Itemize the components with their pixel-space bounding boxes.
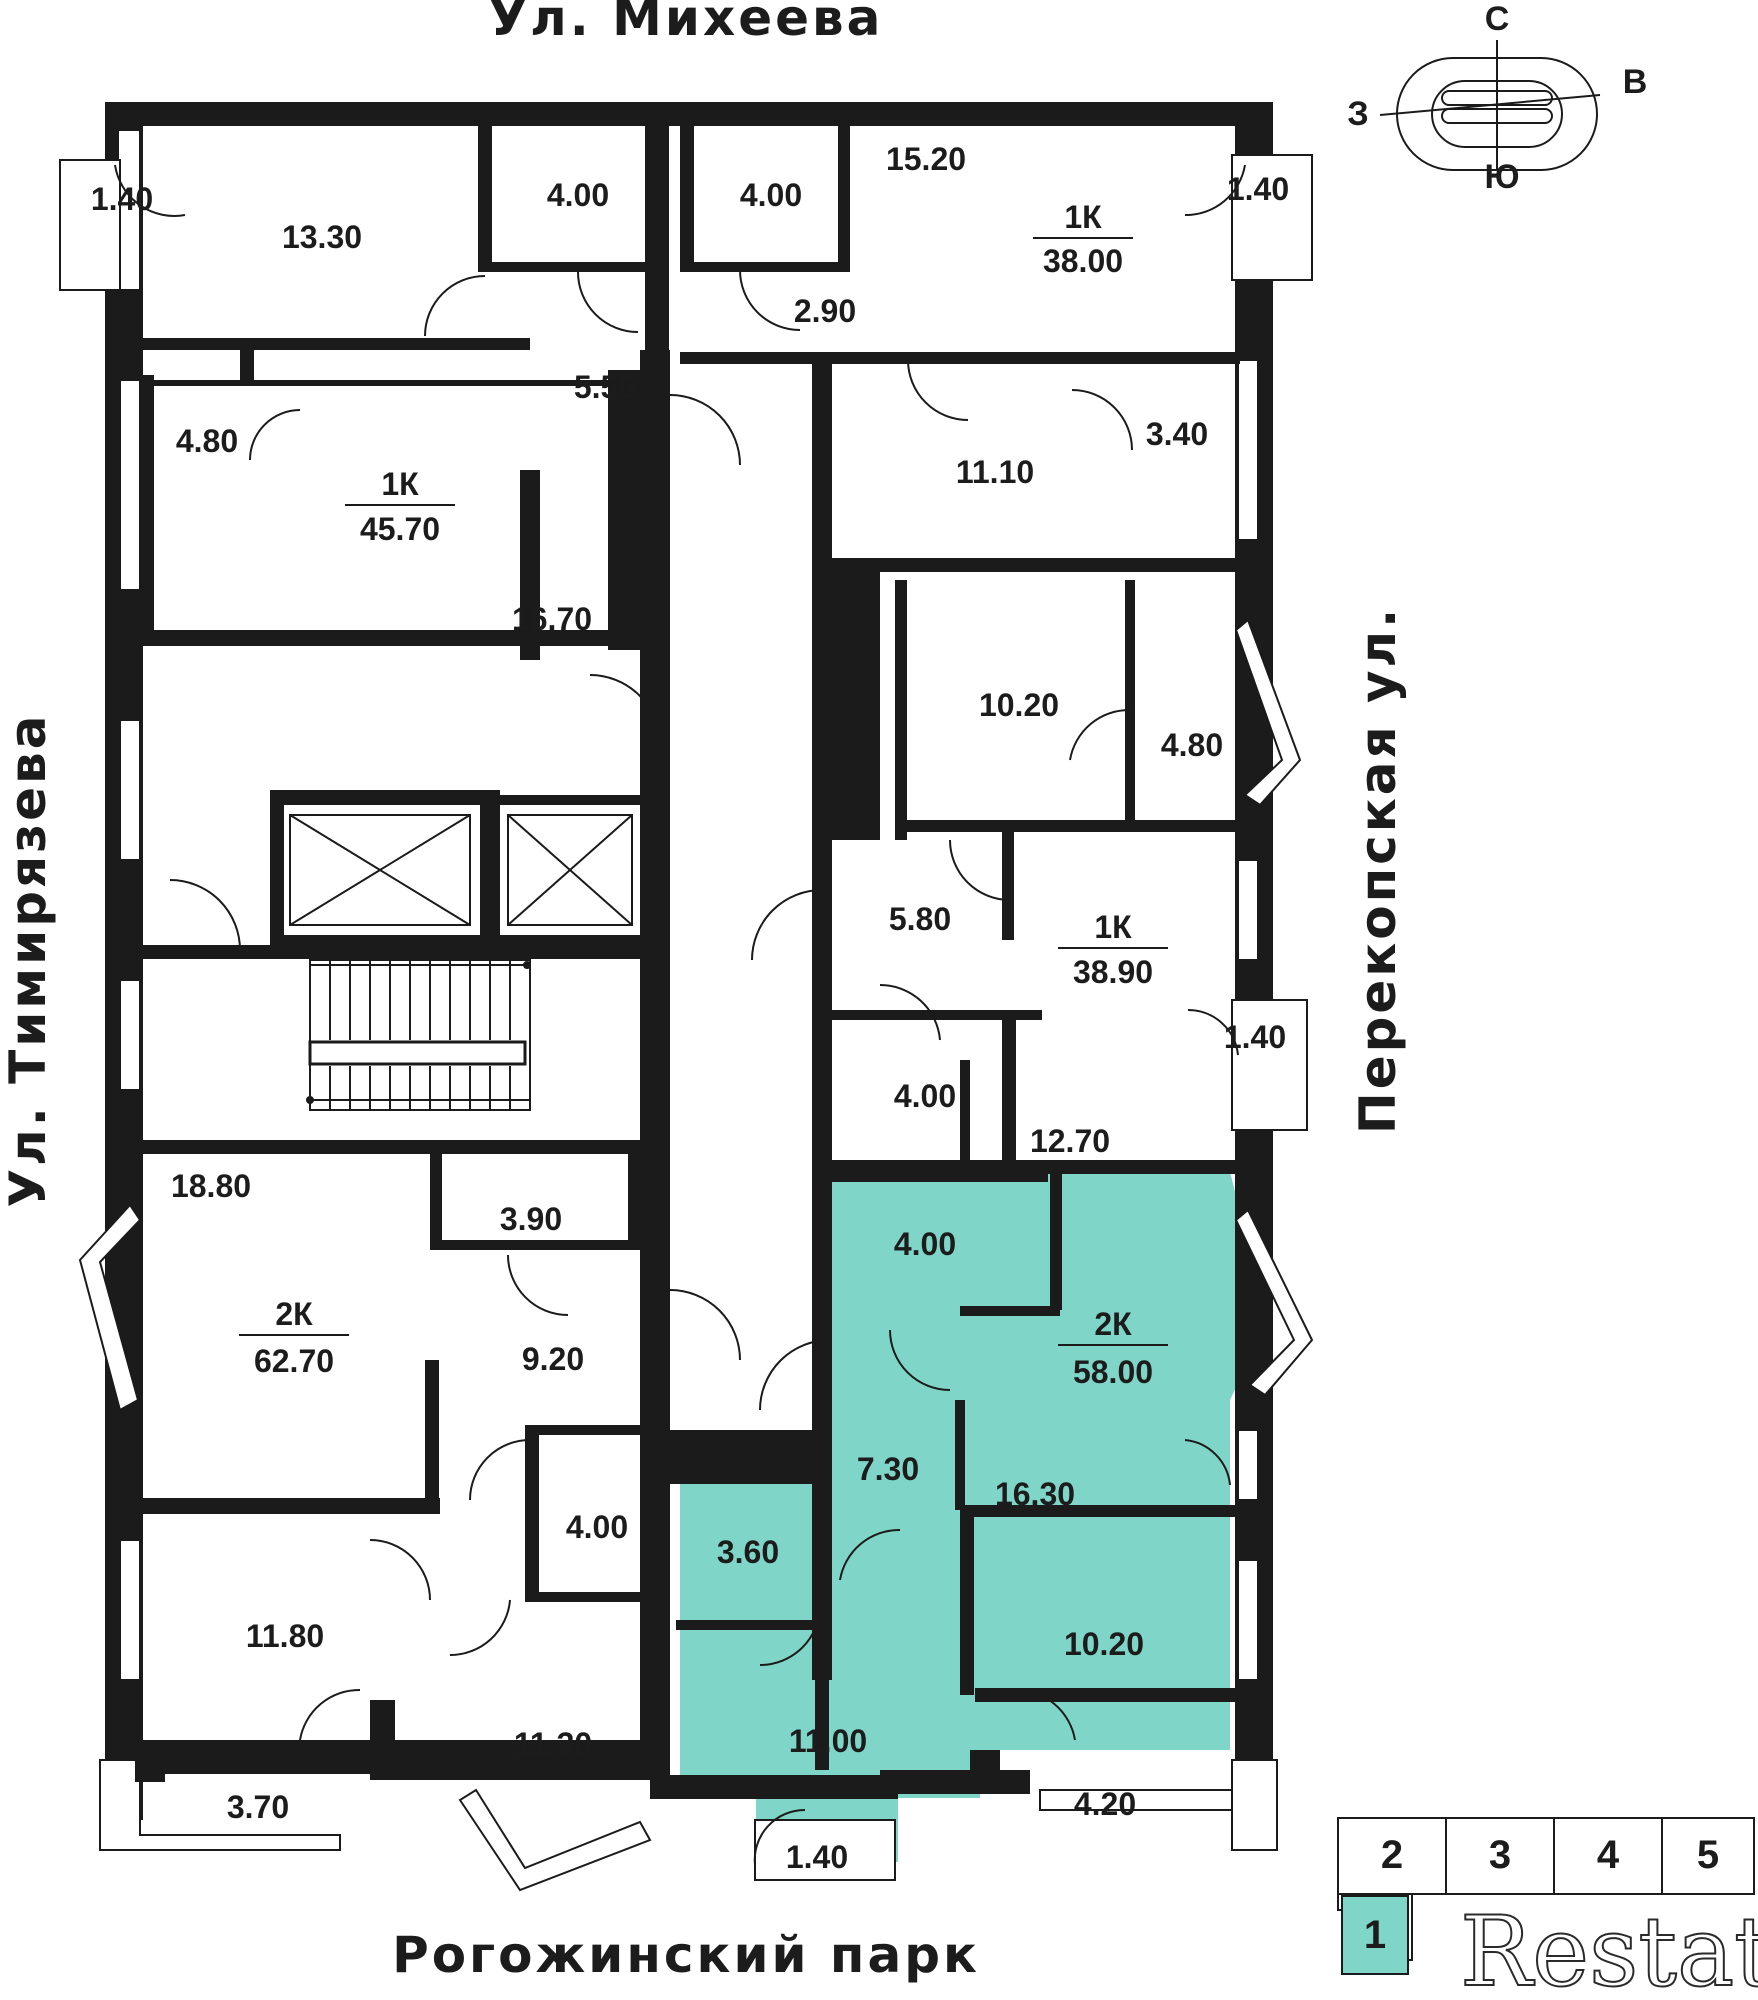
room-area: 4.00 [894,1226,956,1262]
room-area: 11.00 [789,1723,867,1759]
compass-north: С [1485,0,1510,38]
compass-east: В [1623,63,1648,101]
room-area: 11.30 [514,1726,592,1762]
apartment-label-2: 1К 45.70 [345,466,455,547]
apartment-area: 45.70 [360,511,440,547]
room-area: 1.40 [1224,1019,1286,1055]
room-area: 10.20 [1064,1626,1144,1662]
section-current-cell[interactable] [1341,1895,1409,1975]
room-area: 5.80 [889,901,951,937]
room-area: 4.00 [566,1509,628,1545]
room-area: 16.30 [995,1476,1075,1512]
apartment-type: 2К [275,1296,313,1332]
apartment-type: 1К [1064,199,1102,235]
section-4[interactable]: 4 [1597,1833,1620,1877]
room-area: 11.10 [956,454,1034,490]
apartment-area: 38.90 [1073,954,1153,990]
apartment-area: 62.70 [254,1343,334,1379]
section-3[interactable]: 3 [1489,1833,1511,1877]
section-2[interactable]: 2 [1381,1833,1403,1877]
street-south: Рогожинский парк [392,1926,980,1984]
room-area: 9.20 [522,1341,584,1377]
section-current: 1 [1364,1913,1386,1957]
apartment-label-1: 1К 38.00 [1033,199,1133,279]
room-area: 3.70 [227,1789,289,1825]
room-area: 4.80 [176,423,238,459]
apartment-type: 2К [1094,1306,1132,1342]
street-east: Перекопская ул. [1349,606,1407,1134]
compass-west: З [1347,95,1368,133]
room-area: 10.20 [979,687,1059,723]
room-area: 11.80 [246,1618,324,1654]
balconies [1231,154,1313,1131]
compass-south: Ю [1484,158,1519,196]
room-area: 5.50 [574,369,636,405]
apartment-label-5: 2К 58.00 [1058,1306,1168,1390]
compass-icon [1379,40,1601,171]
room-area: 1.40 [91,181,153,217]
apartment-label-4: 2К 62.70 [239,1296,349,1379]
room-area: 4.80 [1161,727,1223,763]
room-area: 3.40 [1146,416,1208,452]
south-windows [99,1759,1278,1892]
room-area: 13.30 [282,219,362,255]
street-north: Ул. Михеева [489,0,884,47]
room-area: 3.60 [717,1534,779,1570]
door-swings [114,164,1246,1866]
room-area: 16.70 [512,601,592,637]
apartment-area: 38.00 [1043,243,1123,279]
room-area: 2.90 [794,293,856,329]
room-labels: 1.40 13.30 4.00 4.00 15.20 1.40 2.90 5.5… [91,141,1289,1875]
west-bay [59,159,142,1412]
street-west: Ул. Тимирязева [0,713,57,1208]
staircase [306,959,531,1111]
watermark-logo: Restate [1460,1896,1758,2000]
room-area: 4.00 [547,177,609,213]
room-area: 15.20 [886,141,966,177]
east-windows [1234,359,1314,1681]
apartment-type: 1К [381,466,419,502]
room-area: 7.30 [857,1451,919,1487]
section-key [1337,1817,1755,1975]
room-area: 18.80 [171,1168,251,1204]
room-area: 3.90 [500,1201,562,1237]
room-area: 12.70 [1030,1123,1110,1159]
room-area: 4.00 [740,177,802,213]
room-area: 4.00 [894,1078,956,1114]
elevators [270,795,650,945]
room-area: 4.20 [1074,1786,1136,1822]
room-area: 1.40 [786,1839,848,1875]
room-area: 1.40 [1227,171,1289,207]
apartment-type: 1К [1094,909,1132,945]
apartment-area: 58.00 [1073,1354,1153,1390]
apartment-label-3: 1К 38.90 [1058,909,1168,990]
section-5[interactable]: 5 [1697,1833,1719,1877]
